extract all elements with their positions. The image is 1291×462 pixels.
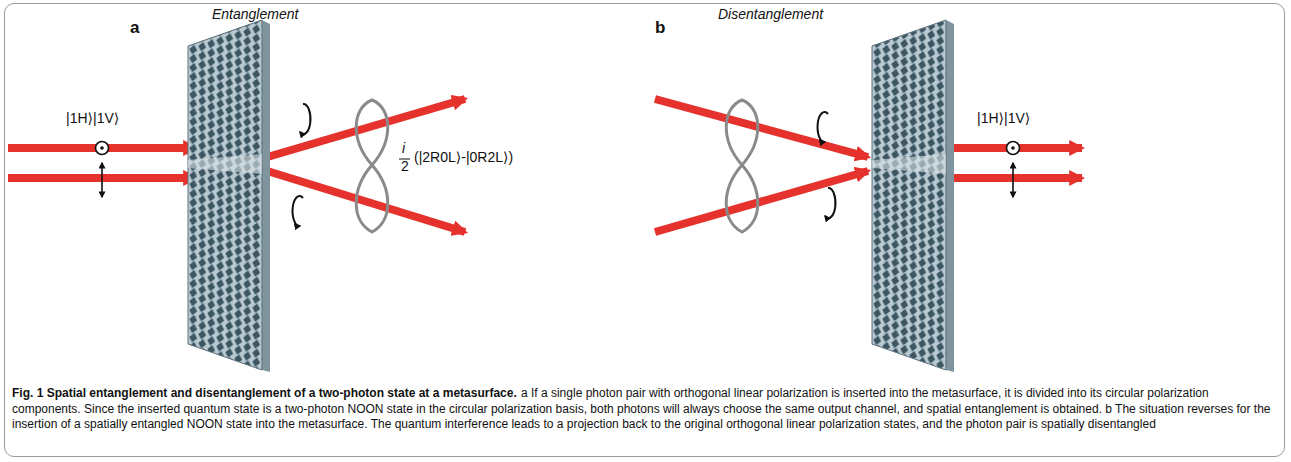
caption-title: Fig. 1 Spatial entanglement and disentan… [12,386,517,400]
metasurface [872,20,954,372]
polarization-symbol [1007,142,1020,198]
panel-letter: b [655,18,665,38]
entanglement-lobes [356,100,758,232]
quantum-state: (|2R0L⟩-|0R2L⟩) [414,149,513,165]
metasurface [188,20,270,372]
quantum-state: |1H⟩|1V⟩ [66,110,119,126]
quantum-state: |1H⟩|1V⟩ [977,110,1030,126]
polarization-symbol [96,142,109,198]
fraction-numerator: i [402,140,405,156]
panel-letter: a [130,18,139,38]
panel-title: Disentanglement [718,6,823,22]
panel-title: Entanglement [212,6,298,22]
fraction-denominator: 2 [401,158,409,174]
figure-caption: Fig. 1 Spatial entanglement and disentan… [12,386,1278,433]
